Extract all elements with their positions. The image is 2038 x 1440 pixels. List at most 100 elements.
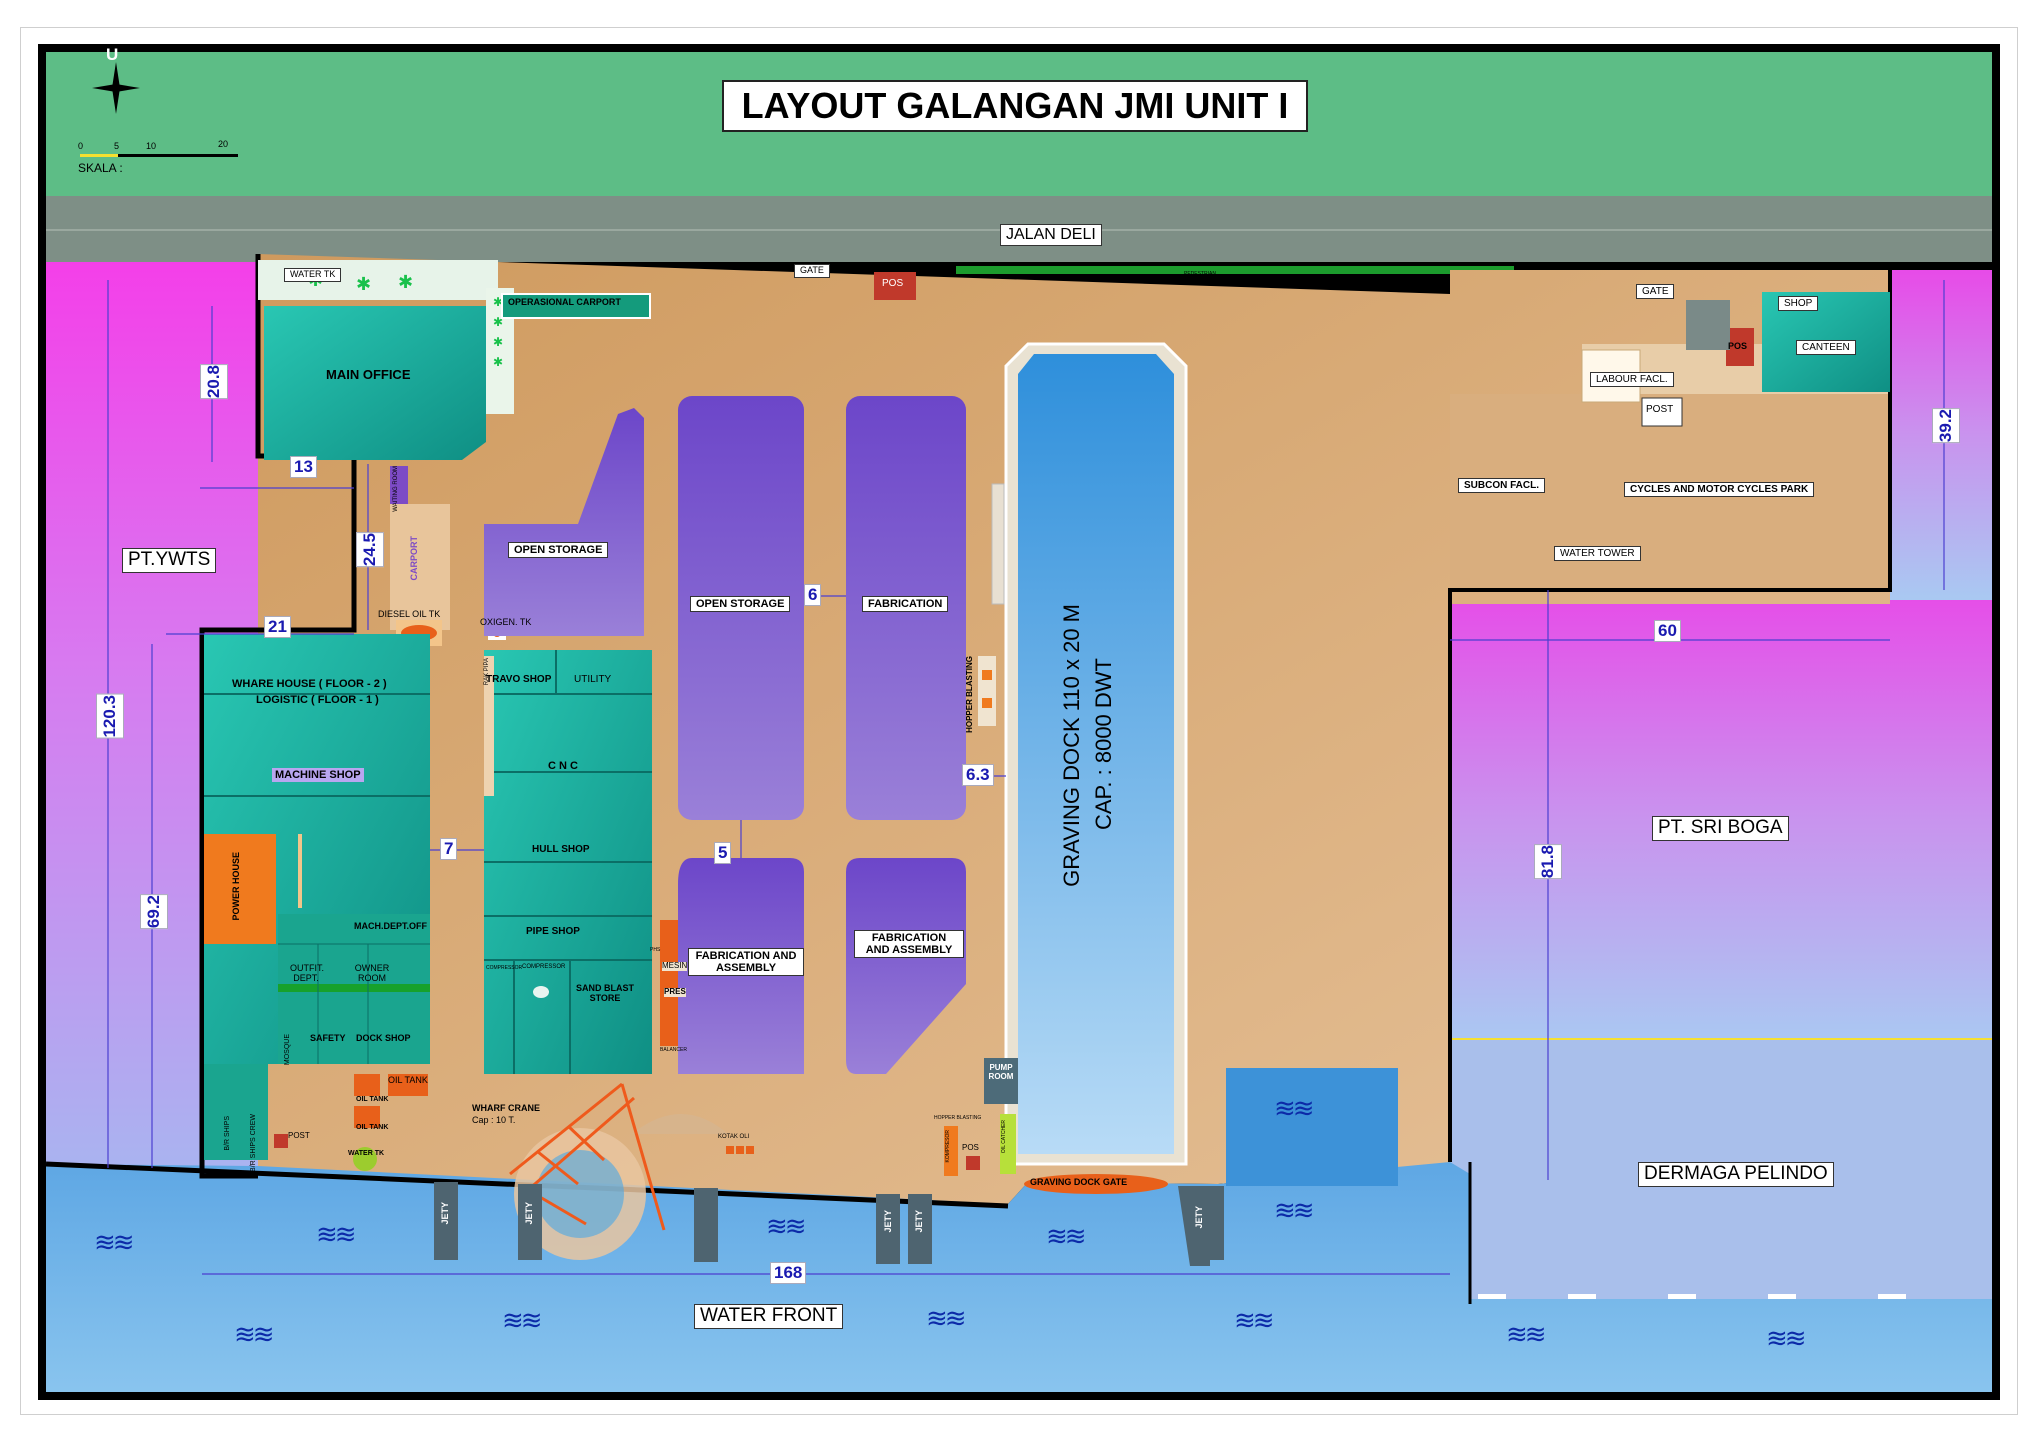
svg-text:✱: ✱ <box>493 335 503 349</box>
wharf-crane-cap-label: Cap : 10 T. <box>472 1115 516 1125</box>
oil-tank-label: OIL TANK <box>388 1075 428 1085</box>
wave-icon: ≋≋ <box>926 1304 967 1334</box>
dim-81-8: 81.8 <box>1534 844 1562 880</box>
pres-label: PRES <box>664 987 686 997</box>
crane-base <box>632 1114 728 1134</box>
post-w-building <box>274 1134 288 1148</box>
labour-facl-label: LABOUR FACL. <box>1590 372 1674 387</box>
bs-ships-building <box>204 1064 268 1160</box>
travo-shop-label: TRAVO SHOP <box>486 674 552 685</box>
scale-tick-20: 20 <box>218 139 229 149</box>
main-office-label: MAIN OFFICE <box>326 367 411 382</box>
graving-dock-label: GRAVING DOCK 110 x 20 M <box>1059 604 1084 887</box>
wave-icon: ≋≋ <box>234 1320 275 1350</box>
pos-s-box <box>966 1156 980 1170</box>
subcon-facl-label: SUBCON FACL. <box>1458 478 1545 493</box>
water-tk2-label: WATER TK <box>348 1150 385 1157</box>
wave-icon: ≋≋ <box>1234 1306 1275 1336</box>
gate-2-label: GATE <box>1636 284 1675 299</box>
svg-text:✱: ✱ <box>356 274 371 294</box>
pos-e-label: POS <box>1728 341 1748 351</box>
svg-text:✱: ✱ <box>493 355 503 369</box>
post-e-building <box>1641 397 1683 427</box>
pos-gate-label: POS <box>882 278 904 289</box>
phs-label: PHS <box>650 947 661 953</box>
svg-text:✱: ✱ <box>493 315 503 329</box>
dim-20-8: 20.8 <box>200 364 228 400</box>
hull-shop-label: HULL SHOP <box>532 844 590 855</box>
kompresor-box <box>944 1126 958 1176</box>
mach-dept-off-label: MACH.DEPT.OFF <box>354 921 427 931</box>
safety-label: SAFETY <box>310 1033 346 1043</box>
compressor2-label: COMPRESSOR <box>522 964 566 970</box>
west-boundary-wall <box>199 254 357 1179</box>
cycles-park-label: CYCLES AND MOTOR CYCLES PARK <box>1624 482 1815 497</box>
wave-icon: ≋≋ <box>502 1306 543 1336</box>
utility-label: UTILITY <box>574 674 612 685</box>
pos-e-building <box>1726 328 1754 366</box>
fab-assembly-1-label: FABRICATION AND ASSEMBLY <box>688 948 804 977</box>
wet-basin <box>1226 1068 1398 1186</box>
carport-area <box>390 504 450 630</box>
oil-tank-box <box>388 1074 428 1096</box>
jety-structures <box>434 1182 1224 1264</box>
dim-60: 60 <box>1654 620 1681 642</box>
hopper-blasting-box <box>978 656 996 726</box>
fab-assembly-2-label: FABRICATION AND ASSEMBLY <box>854 930 964 959</box>
fabrication-1-label: FABRICATION <box>862 596 949 613</box>
wharf-crane-label: WHARF CRANE <box>472 1103 540 1113</box>
rak-pipa-label: RAK PIPA <box>484 658 490 686</box>
dim-13: 13 <box>290 456 317 478</box>
water-tk-label: WATER TK <box>284 268 342 282</box>
site-map-canvas: ✱✱✱ ✱✱ ✱✱ <box>45 52 1992 1392</box>
open-storage-2-label: OPEN STORAGE <box>690 596 791 613</box>
scale-tick-10: 10 <box>146 141 157 151</box>
pos-gate-building <box>874 272 916 300</box>
pump-room-building <box>984 1058 1018 1104</box>
compressor-label: COMPRESSOR <box>486 965 523 971</box>
compressor-unit <box>533 986 549 998</box>
waiting-room-building <box>390 466 408 504</box>
shop-label: SHOP <box>1778 296 1819 311</box>
pump-room-label: PUMP ROOM <box>988 1063 1014 1081</box>
fab-assembly-2-area <box>846 858 966 1074</box>
hopper-unit <box>982 698 992 708</box>
oil-tank2-label: OIL TANK <box>356 1096 389 1103</box>
mesin-label: MESIN <box>662 961 688 971</box>
dermaga-pelindo-label: DERMAGA PELINDO <box>1638 1162 1834 1187</box>
pedestrian-strip <box>956 266 1514 274</box>
mosque-label: MOSQUE <box>284 1034 291 1066</box>
page-title: LAYOUT GALANGAN JMI UNIT I <box>722 80 1308 132</box>
post-e-label: POST <box>1646 404 1674 415</box>
kotak-oli-boxes <box>726 1146 754 1154</box>
cnc-label: C N C <box>548 760 578 772</box>
svg-text:✱: ✱ <box>398 272 413 292</box>
balancer-label: BALANCER <box>660 1047 687 1053</box>
oil-catcher-label: OIL CATCHER <box>1001 1120 1007 1154</box>
dim-69-2: 69.2 <box>140 894 168 930</box>
compass-icon <box>92 62 140 114</box>
open-storage-1-area <box>484 408 644 636</box>
diesel-oil-tk-label: DIESEL OIL TK <box>378 609 441 619</box>
oxigen-tk-label: OXIGEN. TK <box>480 617 532 627</box>
dock-shop-label: DOCK SHOP <box>356 1033 411 1043</box>
kotak-oli-label: KOTAK OLI <box>718 1134 750 1140</box>
post-w-label: POST <box>288 1131 310 1140</box>
hopper-blasting2-label: HOPPER BLASTING <box>934 1115 982 1121</box>
gate-1-label: GATE <box>794 264 830 278</box>
oil-catcher-box <box>1000 1114 1016 1174</box>
wave-icon: ≋≋ <box>766 1212 807 1242</box>
water-front-label: WATER FRONT <box>694 1304 844 1329</box>
workshop-partitions <box>484 650 652 1074</box>
pipe-rack <box>484 656 494 796</box>
power-house-building <box>204 834 276 944</box>
scale-tick-0: 0 <box>78 141 84 151</box>
jety-3-label: JETY <box>883 1210 893 1233</box>
pt-sri-boga-label: PT. SRI BOGA <box>1652 816 1789 841</box>
north-label: U <box>106 45 119 64</box>
bs-ships-label: B/R SHIPS <box>224 1116 231 1151</box>
whare-house-label: WHARE HOUSE ( FLOOR - 2 ) <box>232 678 387 690</box>
green-strip <box>278 984 430 992</box>
pier-marks <box>1478 1294 1906 1299</box>
graving-dock-basin <box>1018 354 1174 1154</box>
